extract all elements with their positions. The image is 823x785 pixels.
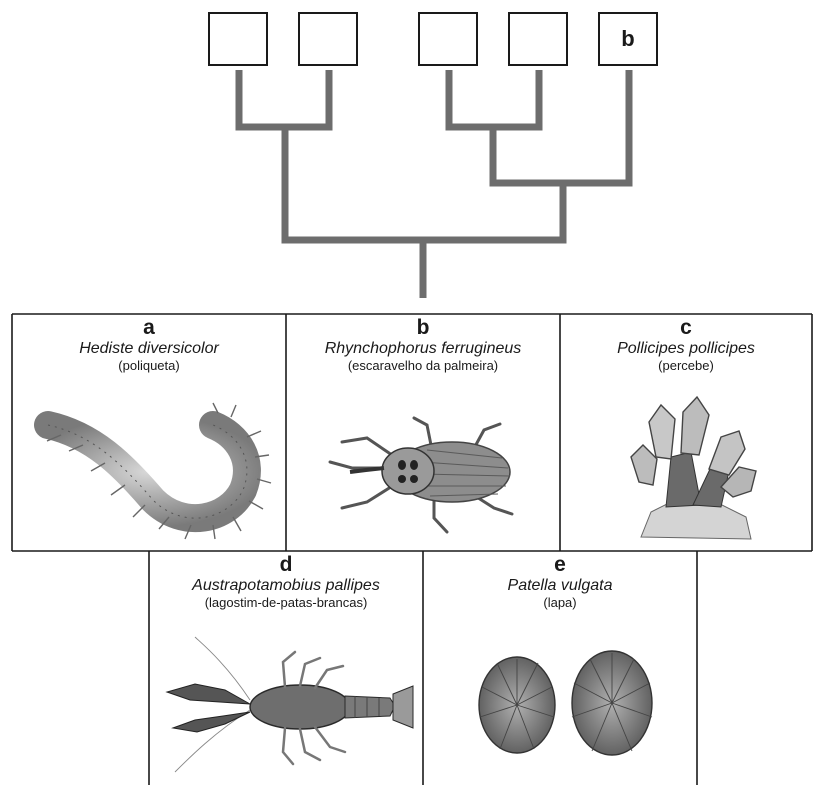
- organism-letter: c: [561, 317, 811, 339]
- organism-letter: e: [424, 554, 696, 576]
- scientific-name: Pollicipes pollicipes: [561, 339, 811, 358]
- common-name: (poliqueta): [13, 358, 285, 374]
- organism-letter: d: [150, 554, 422, 576]
- goose-barnacle-icon: [621, 387, 761, 547]
- scientific-name: Rhynchophorus ferrugineus: [287, 339, 559, 358]
- organism-panel-d: d Austrapotamobius pallipes (lagostim-de…: [150, 552, 422, 785]
- scientific-name: Hediste diversicolor: [13, 339, 285, 358]
- scientific-name: Patella vulgata: [424, 576, 696, 595]
- organism-panel-b: b Rhynchophorus ferrugineus (escaravelho…: [287, 315, 559, 550]
- common-name: (lagostim-de-patas-brancas): [150, 595, 422, 611]
- common-name: (lapa): [424, 595, 696, 611]
- organism-panel-c: c Pollicipes pollicipes (percebe): [561, 315, 811, 550]
- organism-panel-e: e Patella vulgata (lapa): [424, 552, 696, 785]
- red-palm-weevil-icon: [322, 410, 532, 540]
- common-name: (escaravelho da palmeira): [287, 358, 559, 374]
- organism-panel-a: a Hediste diversicolor (poliqueta): [13, 315, 285, 550]
- limpet-icon: [472, 647, 662, 767]
- crayfish-icon: [155, 632, 417, 782]
- common-name: (percebe): [561, 358, 811, 374]
- polychaete-worm-icon: [33, 395, 273, 545]
- organism-letter: a: [13, 317, 285, 339]
- organism-letter: b: [287, 317, 559, 339]
- scientific-name: Austrapotamobius pallipes: [150, 576, 422, 595]
